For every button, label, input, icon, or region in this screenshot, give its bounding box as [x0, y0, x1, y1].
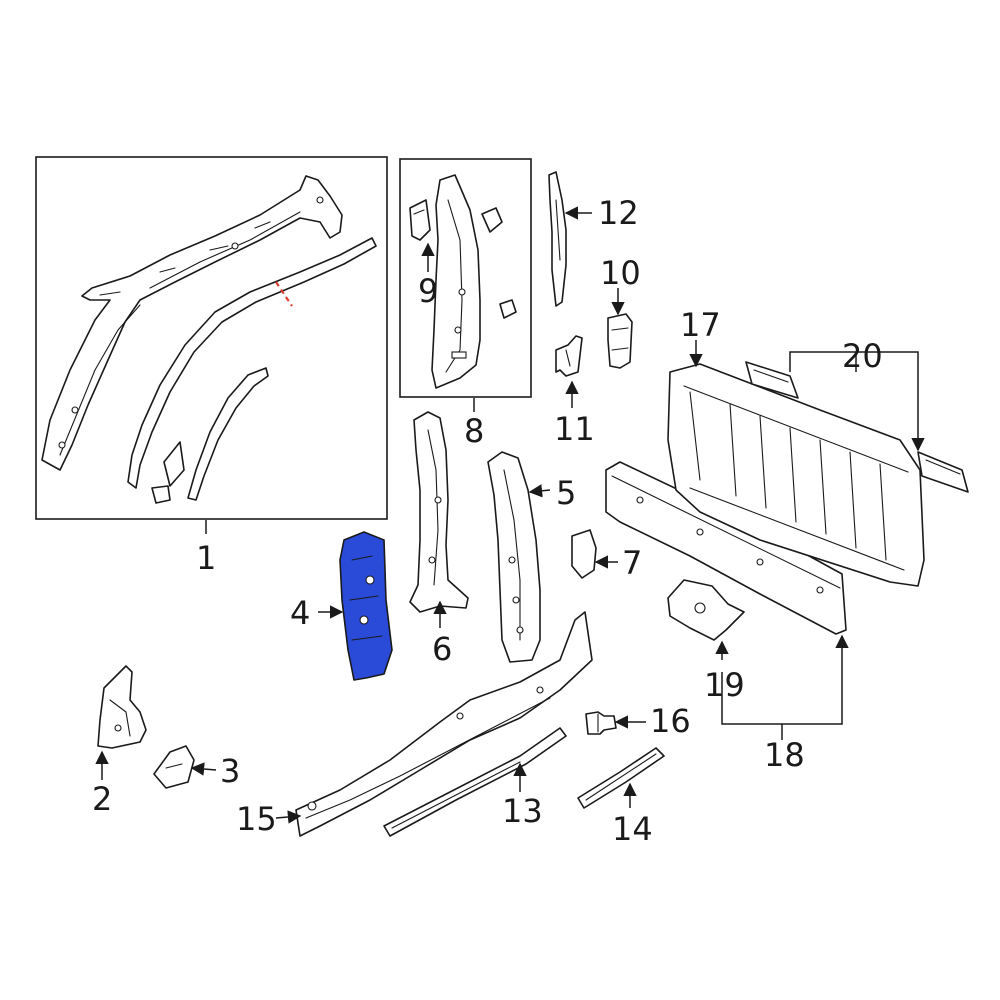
- callout-2: 2: [92, 780, 112, 818]
- callout-5: 5: [556, 474, 576, 512]
- callout-3: 3: [220, 752, 240, 790]
- part-3-cap[interactable]: [153, 745, 195, 789]
- callout-17: 17: [680, 306, 721, 344]
- part-17-back-panel[interactable]: [667, 363, 925, 587]
- part-20-bracket-upper[interactable]: [745, 361, 799, 399]
- group-box-part-1: [35, 156, 388, 520]
- part-9-bracket[interactable]: [409, 199, 431, 241]
- part-12-reinforcement[interactable]: [548, 171, 567, 307]
- callout-6: 6: [432, 630, 452, 668]
- part-2-panel[interactable]: [97, 665, 147, 749]
- callout-labels: 1 2 3 4 5 6 7 8 9 10 11 12 13 14 15 16 1…: [92, 194, 883, 848]
- callout-1: 1: [196, 539, 216, 577]
- callout-4: 4: [290, 594, 310, 632]
- part-8-pillar-assembly[interactable]: [431, 174, 517, 389]
- callout-14: 14: [612, 810, 653, 848]
- callout-10: 10: [600, 254, 641, 292]
- part-6-pillar[interactable]: [409, 411, 469, 613]
- part-20-bracket-lower[interactable]: [917, 451, 969, 493]
- part-16-bolt[interactable]: [585, 711, 617, 735]
- callout-12: 12: [598, 194, 639, 232]
- part-5-pillar[interactable]: [487, 451, 541, 663]
- part-15-rocker-panel[interactable]: [295, 611, 593, 837]
- leader-lines: [95, 206, 925, 824]
- callout-11: 11: [554, 410, 595, 448]
- part-7-bracket[interactable]: [571, 529, 597, 579]
- part-11-bracket[interactable]: [555, 335, 583, 377]
- callout-13: 13: [502, 792, 543, 830]
- part-10-bracket[interactable]: [607, 313, 633, 369]
- part-1-roof-rail-assembly[interactable]: [41, 175, 377, 504]
- callout-7: 7: [622, 544, 642, 582]
- part-4-pillar-inner-panel[interactable]: [339, 531, 393, 681]
- part-13-rocker-reinforcement[interactable]: [383, 727, 567, 837]
- callout-8: 8: [464, 412, 484, 450]
- cut-line-mark: [275, 281, 293, 307]
- part-19-bracket[interactable]: [667, 579, 745, 641]
- group-box-part-8: [399, 158, 532, 398]
- part-14-bracket[interactable]: [577, 747, 665, 809]
- callout-18: 18: [764, 736, 805, 774]
- callout-16: 16: [650, 702, 691, 740]
- callout-9: 9: [418, 272, 438, 310]
- callout-15: 15: [236, 800, 277, 838]
- callout-20: 20: [842, 337, 883, 375]
- callout-19: 19: [704, 666, 745, 704]
